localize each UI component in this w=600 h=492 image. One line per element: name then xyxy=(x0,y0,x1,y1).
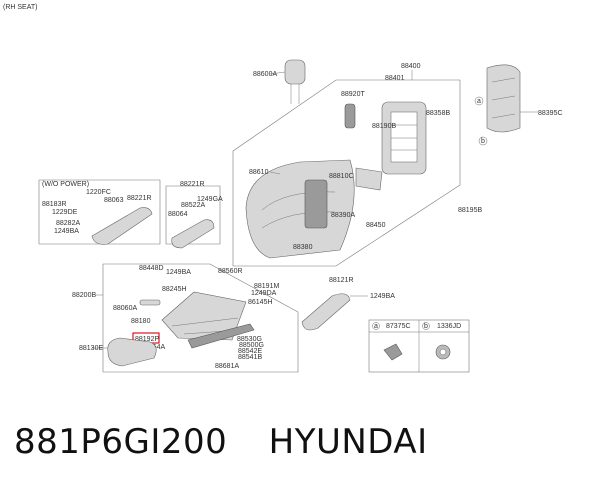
label-88448D: 88448D xyxy=(139,265,164,272)
lower-side-shield xyxy=(107,337,157,367)
label-88358B: 88358B xyxy=(426,110,450,117)
label-1249BA-b: 1249BA xyxy=(166,269,191,276)
wo-power-group-box xyxy=(38,179,161,245)
label-88810C: 88810C xyxy=(329,173,354,180)
label-88195B: 88195B xyxy=(458,207,482,214)
label-88390A: 88390A xyxy=(331,212,355,219)
label-88380: 88380 xyxy=(293,244,313,251)
label-88192P-highlight: 88192P xyxy=(135,336,159,343)
side-cover-wo-power xyxy=(91,207,153,245)
label-88245H: 88245H xyxy=(162,286,187,293)
brand-name: HYUNDAI xyxy=(268,422,428,462)
legend-a-part: 87375C xyxy=(386,323,411,330)
marker-b-letter: b xyxy=(481,138,485,145)
label-88121R: 88121R xyxy=(329,277,354,284)
legend-b-marker: b xyxy=(424,323,428,330)
side-trim-88121R xyxy=(301,293,351,331)
label-88183R: 88183R xyxy=(42,201,67,208)
label-88180: 88180 xyxy=(131,318,151,325)
marker-a-letter: a xyxy=(477,98,481,105)
label-88191M: 88191M xyxy=(254,283,279,290)
label-88920T: 88920T xyxy=(341,91,365,98)
label-88542E: 88542E xyxy=(238,348,262,355)
product-caption: 881P6GI200 HYUNDAI xyxy=(14,422,458,462)
label-88190B: 88190B xyxy=(372,123,396,130)
label-1249GA: 1249GA xyxy=(197,196,223,203)
wo-power-note: (W/O POWER) xyxy=(42,181,89,188)
side-bracket xyxy=(344,103,356,129)
label-88681A: 88681A xyxy=(215,363,239,370)
marker-b-callout xyxy=(478,136,488,146)
seat-back-board xyxy=(486,64,521,133)
seat-back-group-box xyxy=(232,79,461,267)
label-1229DE: 1229DE xyxy=(52,209,78,216)
airbag-module xyxy=(304,179,328,229)
clip-icon xyxy=(383,343,403,361)
label-88560R: 88560R xyxy=(218,268,243,275)
label-1249BA-a: 1249BA xyxy=(54,228,79,235)
label-88450: 88450 xyxy=(366,222,386,229)
header-variant: (RH SEAT) xyxy=(3,4,37,11)
label-88282A: 88282A xyxy=(56,220,80,227)
label-88600A: 88600A xyxy=(253,71,277,78)
marker-a-callout xyxy=(474,96,484,106)
label-88500G: 88500G xyxy=(239,342,264,349)
label-86145H: 86145H xyxy=(248,299,273,306)
seat-cushion-frame xyxy=(161,291,247,341)
seat-back-frame xyxy=(381,101,427,175)
label-88063: 88063 xyxy=(104,197,124,204)
label-88060A: 88060A xyxy=(113,305,137,312)
cushion-lever xyxy=(139,299,161,306)
lumbar-panel xyxy=(355,167,383,191)
side-cover-power xyxy=(171,219,215,249)
label-88530G: 88530G xyxy=(237,336,262,343)
label-88541B: 88541B xyxy=(238,354,262,361)
part-number: 881P6GI200 xyxy=(14,422,228,462)
label-88064: 88064 xyxy=(168,211,188,218)
label-88200B: 88200B xyxy=(72,292,96,299)
label-88221R-a: 88221R xyxy=(127,195,152,202)
label-88400: 88400 xyxy=(401,63,421,70)
legend-b-part: 1336JD xyxy=(437,323,461,330)
label-88395C: 88395C xyxy=(538,110,563,117)
label-1249DA: 1249DA xyxy=(251,290,277,297)
label-88221R-b: 88221R xyxy=(180,181,205,188)
legend-table: a 87375C b 1336JD xyxy=(368,319,470,373)
cushion-group-box xyxy=(102,263,299,373)
legend-a-marker: a xyxy=(374,323,378,330)
label-88130E: 88130E xyxy=(79,345,103,352)
parts-diagram: (RH SEAT) 88600A 88400 88401 88920T 8835… xyxy=(3,4,563,373)
label-1220FC: 1220FC xyxy=(86,189,111,196)
label-1249BA-c: 1249BA xyxy=(370,293,395,300)
label-88522A: 88522A xyxy=(181,202,205,209)
seat-rail xyxy=(187,323,255,349)
headrest xyxy=(284,59,306,104)
side-cover-group-box xyxy=(165,185,221,245)
label-88610: 88610 xyxy=(249,169,269,176)
label-88401: 88401 xyxy=(385,75,405,82)
